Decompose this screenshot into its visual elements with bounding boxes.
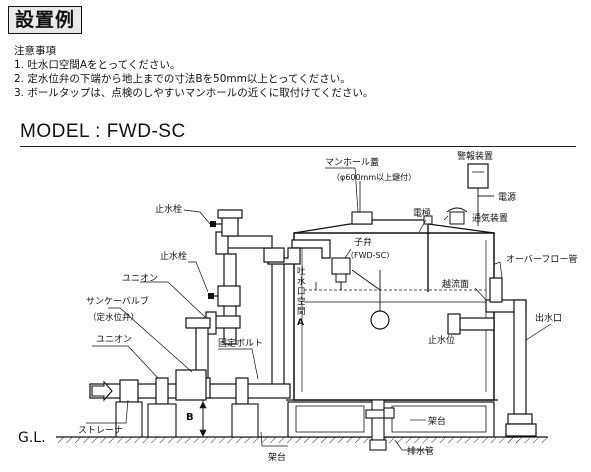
faucet-handle-mid <box>208 293 218 299</box>
inlet-flow-arrow <box>91 380 113 402</box>
vent-device <box>446 207 468 225</box>
label-sanke-sub: （定水位弁） <box>88 312 139 323</box>
notes-section: 注意事項 1. 吐水口空間Aをとってください。 2. 定水位弁の下端から地上まで… <box>14 44 373 100</box>
diagram-labels: マンホール蓋 （φ600mm以上鍵付） 警報装置 電源 電極 通気装置 オーバー… <box>18 150 577 463</box>
pipe-stand <box>115 401 259 438</box>
label-strainer: ストレーナ <box>78 425 123 436</box>
sub-valve <box>331 257 351 290</box>
label-air-gap-a: A <box>297 318 304 328</box>
inlet-pipe-network <box>89 209 331 405</box>
note-item: 2. 定水位弁の下端から地上までの寸法Bを50mm以上とってください。 <box>14 73 351 85</box>
overflow-outlet-pipes <box>447 277 537 437</box>
alarm-device <box>467 163 494 226</box>
label-alarm: 警報装置 <box>457 150 493 162</box>
label-overflow-surface: 越流面 <box>442 278 469 290</box>
drain-pipe <box>365 399 395 451</box>
label-sub-valve: 子弁 <box>354 236 372 248</box>
label-union-bottom: ユニオン <box>96 334 132 345</box>
page-title: 設置例 <box>8 6 83 34</box>
electrode <box>423 215 433 292</box>
notes-heading: 注意事項 <box>14 45 56 57</box>
label-dim-b: B <box>186 412 194 423</box>
water-tank <box>293 219 495 401</box>
ball-tap-float <box>351 269 390 330</box>
label-electrode: 電極 <box>413 207 431 219</box>
label-sub-valve-model: （FWD-SC） <box>346 251 394 260</box>
label-drain: 排水管 <box>407 445 434 457</box>
label-manhole-cover: マンホール蓋 <box>325 156 379 168</box>
note-item: 3. ボールタップは、点検のしやすいマンホールの近くに取付けてください。 <box>14 87 374 99</box>
label-overflow-pipe: オーバーフロー管 <box>506 253 577 265</box>
label-power: 電源 <box>498 192 516 203</box>
label-faucet-mid: 止水栓 <box>160 250 187 262</box>
model-heading: MODEL : FWD-SC <box>20 121 186 142</box>
manhole <box>351 181 373 225</box>
label-vent: 通気装置 <box>472 212 508 224</box>
label-union-top: ユニオン <box>122 273 158 284</box>
faucet-handle-top <box>210 221 222 227</box>
label-air-gap: 間 <box>297 307 306 317</box>
label-air-gap: 吐 <box>297 267 306 277</box>
label-fix-bolt: 固定ボルト <box>218 337 263 349</box>
label-faucet-top: 止水栓 <box>155 203 182 215</box>
label-sanke-valve: サンケーバルブ <box>86 295 149 307</box>
label-air-gap: 空 <box>297 296 306 307</box>
note-item: 1. 吐水口空間Aをとってください。 <box>14 59 181 71</box>
label-manhole-spec: （φ600mm以上鍵付） <box>332 172 416 182</box>
label-stand-left: 架台 <box>268 451 286 463</box>
label-air-gap: 水 <box>297 276 306 287</box>
label-air-gap: 口 <box>297 287 306 297</box>
label-outlet: 出水口 <box>535 312 562 324</box>
model-divider <box>20 146 576 147</box>
label-stand-right: 架台 <box>428 415 446 427</box>
label-gl: G.L. <box>18 430 46 446</box>
label-stop-level: 止水位 <box>428 334 455 346</box>
leader-lines <box>86 167 552 451</box>
ground-line <box>56 436 548 443</box>
